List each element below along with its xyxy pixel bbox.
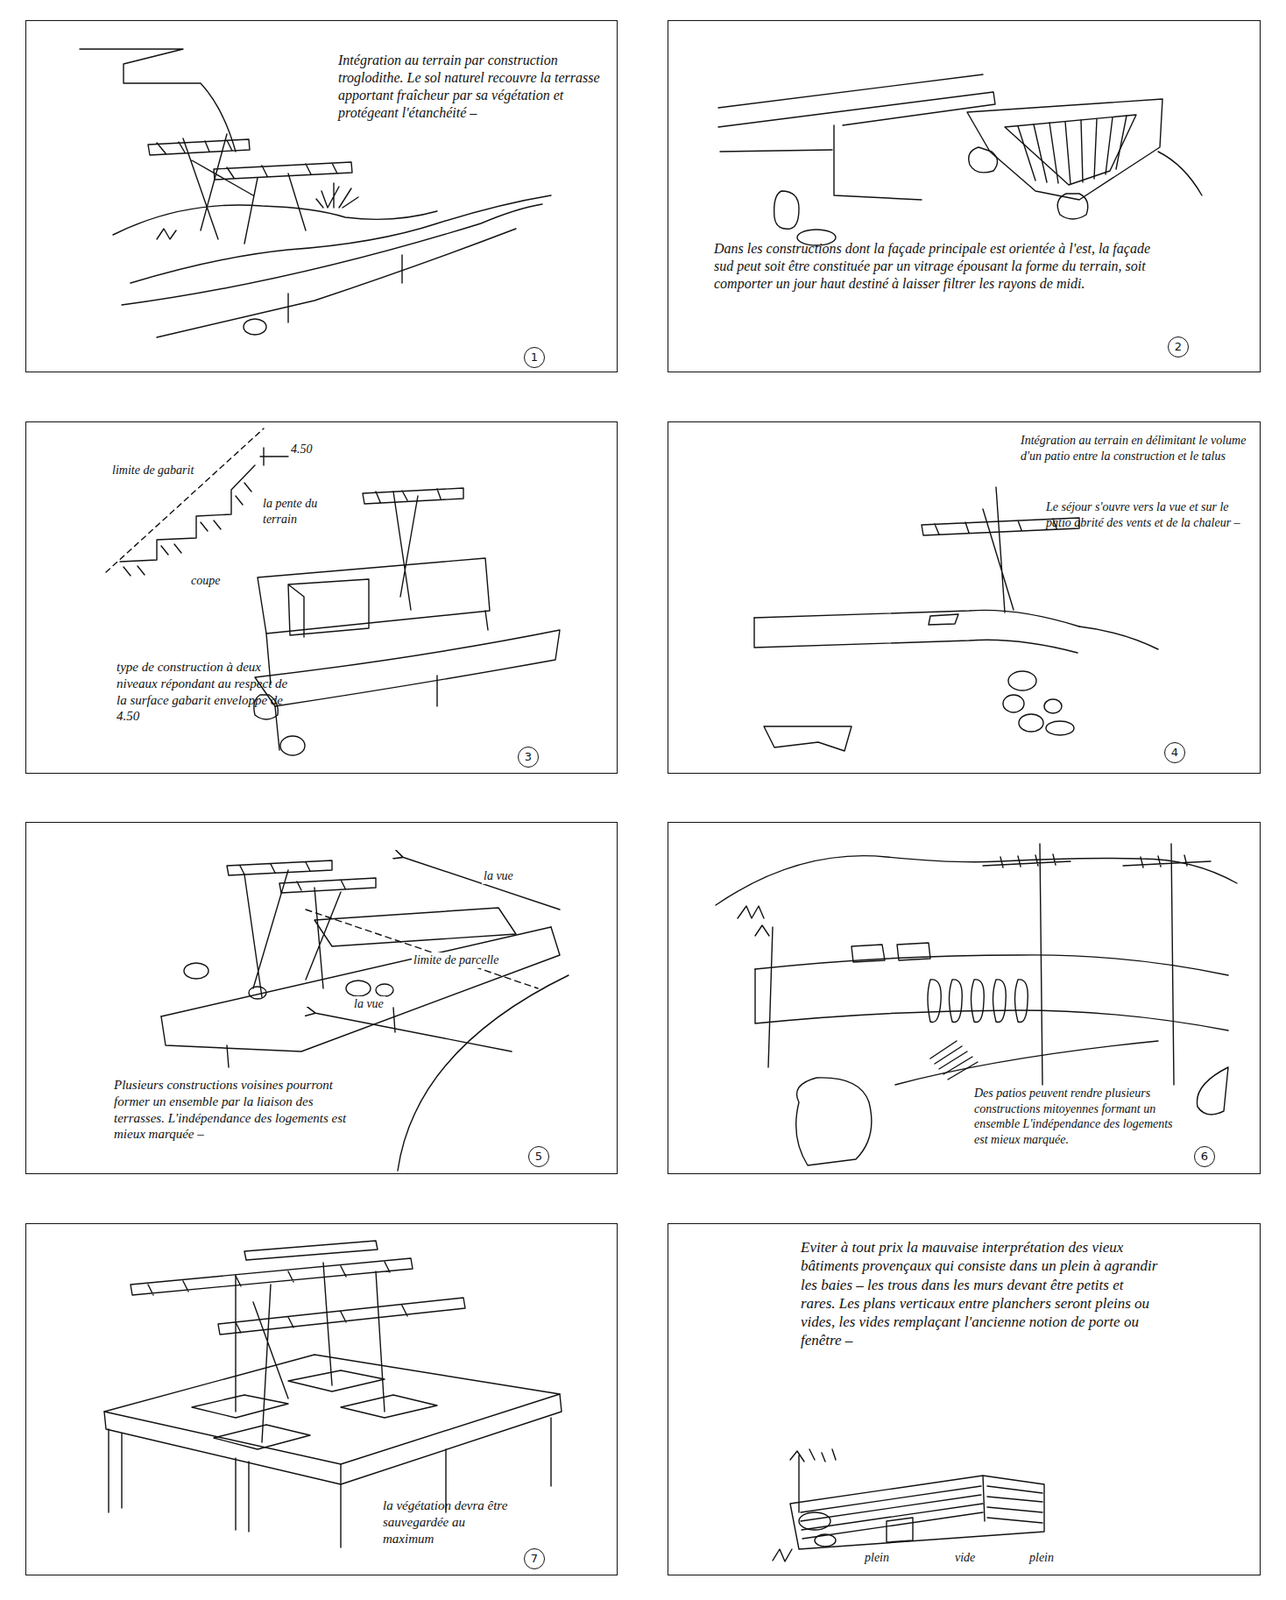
sketch-label: la vue bbox=[352, 996, 386, 1012]
annotation-text: Le séjour s'ouvre vers la vue et sur le … bbox=[1045, 499, 1248, 530]
sketch-panel: Dans les constructions dont la façade pr… bbox=[667, 20, 1261, 373]
sketch-panel: Intégration au terrain en délimitant le … bbox=[667, 421, 1261, 774]
annotation-text: Intégration au terrain en délimitant le … bbox=[1020, 432, 1249, 464]
annotation-text: Dans les constructions dont la façade pr… bbox=[713, 240, 1152, 293]
sketch-6 bbox=[715, 843, 1237, 1166]
panel-number: 1 bbox=[523, 346, 545, 368]
panel-number: 7 bbox=[523, 1547, 545, 1569]
sketch-label: coupe bbox=[189, 572, 222, 589]
sketch-label: vide bbox=[953, 1549, 977, 1566]
sketch-panel: limite de gabarit 4.50 la pente du terrain… bbox=[25, 421, 618, 774]
panel-number: 3 bbox=[517, 746, 539, 768]
panel-number: 6 bbox=[1194, 1145, 1216, 1167]
sketch-label: limite de parcelle bbox=[411, 952, 501, 969]
sketch-panel: la vue limite de parcelle la vuePlusieurs … bbox=[25, 821, 618, 1174]
sketch-8 bbox=[772, 1448, 1045, 1562]
sketch-panel: Intégration au terrain par construction … bbox=[25, 20, 618, 373]
sketch-panel: Des patios peuvent rendre plusieurs cons… bbox=[667, 821, 1261, 1174]
sketch-label: limite de gabarit bbox=[110, 462, 196, 479]
sketch-label: plein bbox=[862, 1549, 891, 1566]
sketch-panel: la végétation devra être sauvegardée au … bbox=[25, 1222, 618, 1576]
sketch-label: 4.50 bbox=[289, 441, 315, 458]
annotation-text: Intégration au terrain par construction … bbox=[338, 51, 601, 122]
sketch-2 bbox=[718, 74, 1202, 246]
annotation-text: type de construction à deux niveaux répo… bbox=[116, 658, 297, 725]
sketch-3 bbox=[105, 428, 560, 756]
annotation-text: Eviter à tout prix la mauvaise interprét… bbox=[800, 1237, 1160, 1350]
annotation-text: Des patios peuvent rendre plusieurs cons… bbox=[974, 1085, 1174, 1147]
sketch-7 bbox=[104, 1240, 562, 1548]
panel-number: 5 bbox=[528, 1145, 550, 1167]
sketch-label: la pente du terrain bbox=[261, 495, 344, 527]
sketch-label: la vue bbox=[481, 868, 516, 884]
annotation-text: la végétation devra être sauvegardée au … bbox=[382, 1497, 515, 1547]
sketch-panel: Eviter à tout prix la mauvaise interprét… bbox=[667, 1222, 1261, 1576]
annotation-text: Plusieurs constructions voisines pourron… bbox=[113, 1076, 351, 1143]
panel-number: 4 bbox=[1164, 741, 1186, 764]
sketch-label: plein bbox=[1027, 1549, 1056, 1566]
panel-number: 2 bbox=[1167, 336, 1189, 358]
